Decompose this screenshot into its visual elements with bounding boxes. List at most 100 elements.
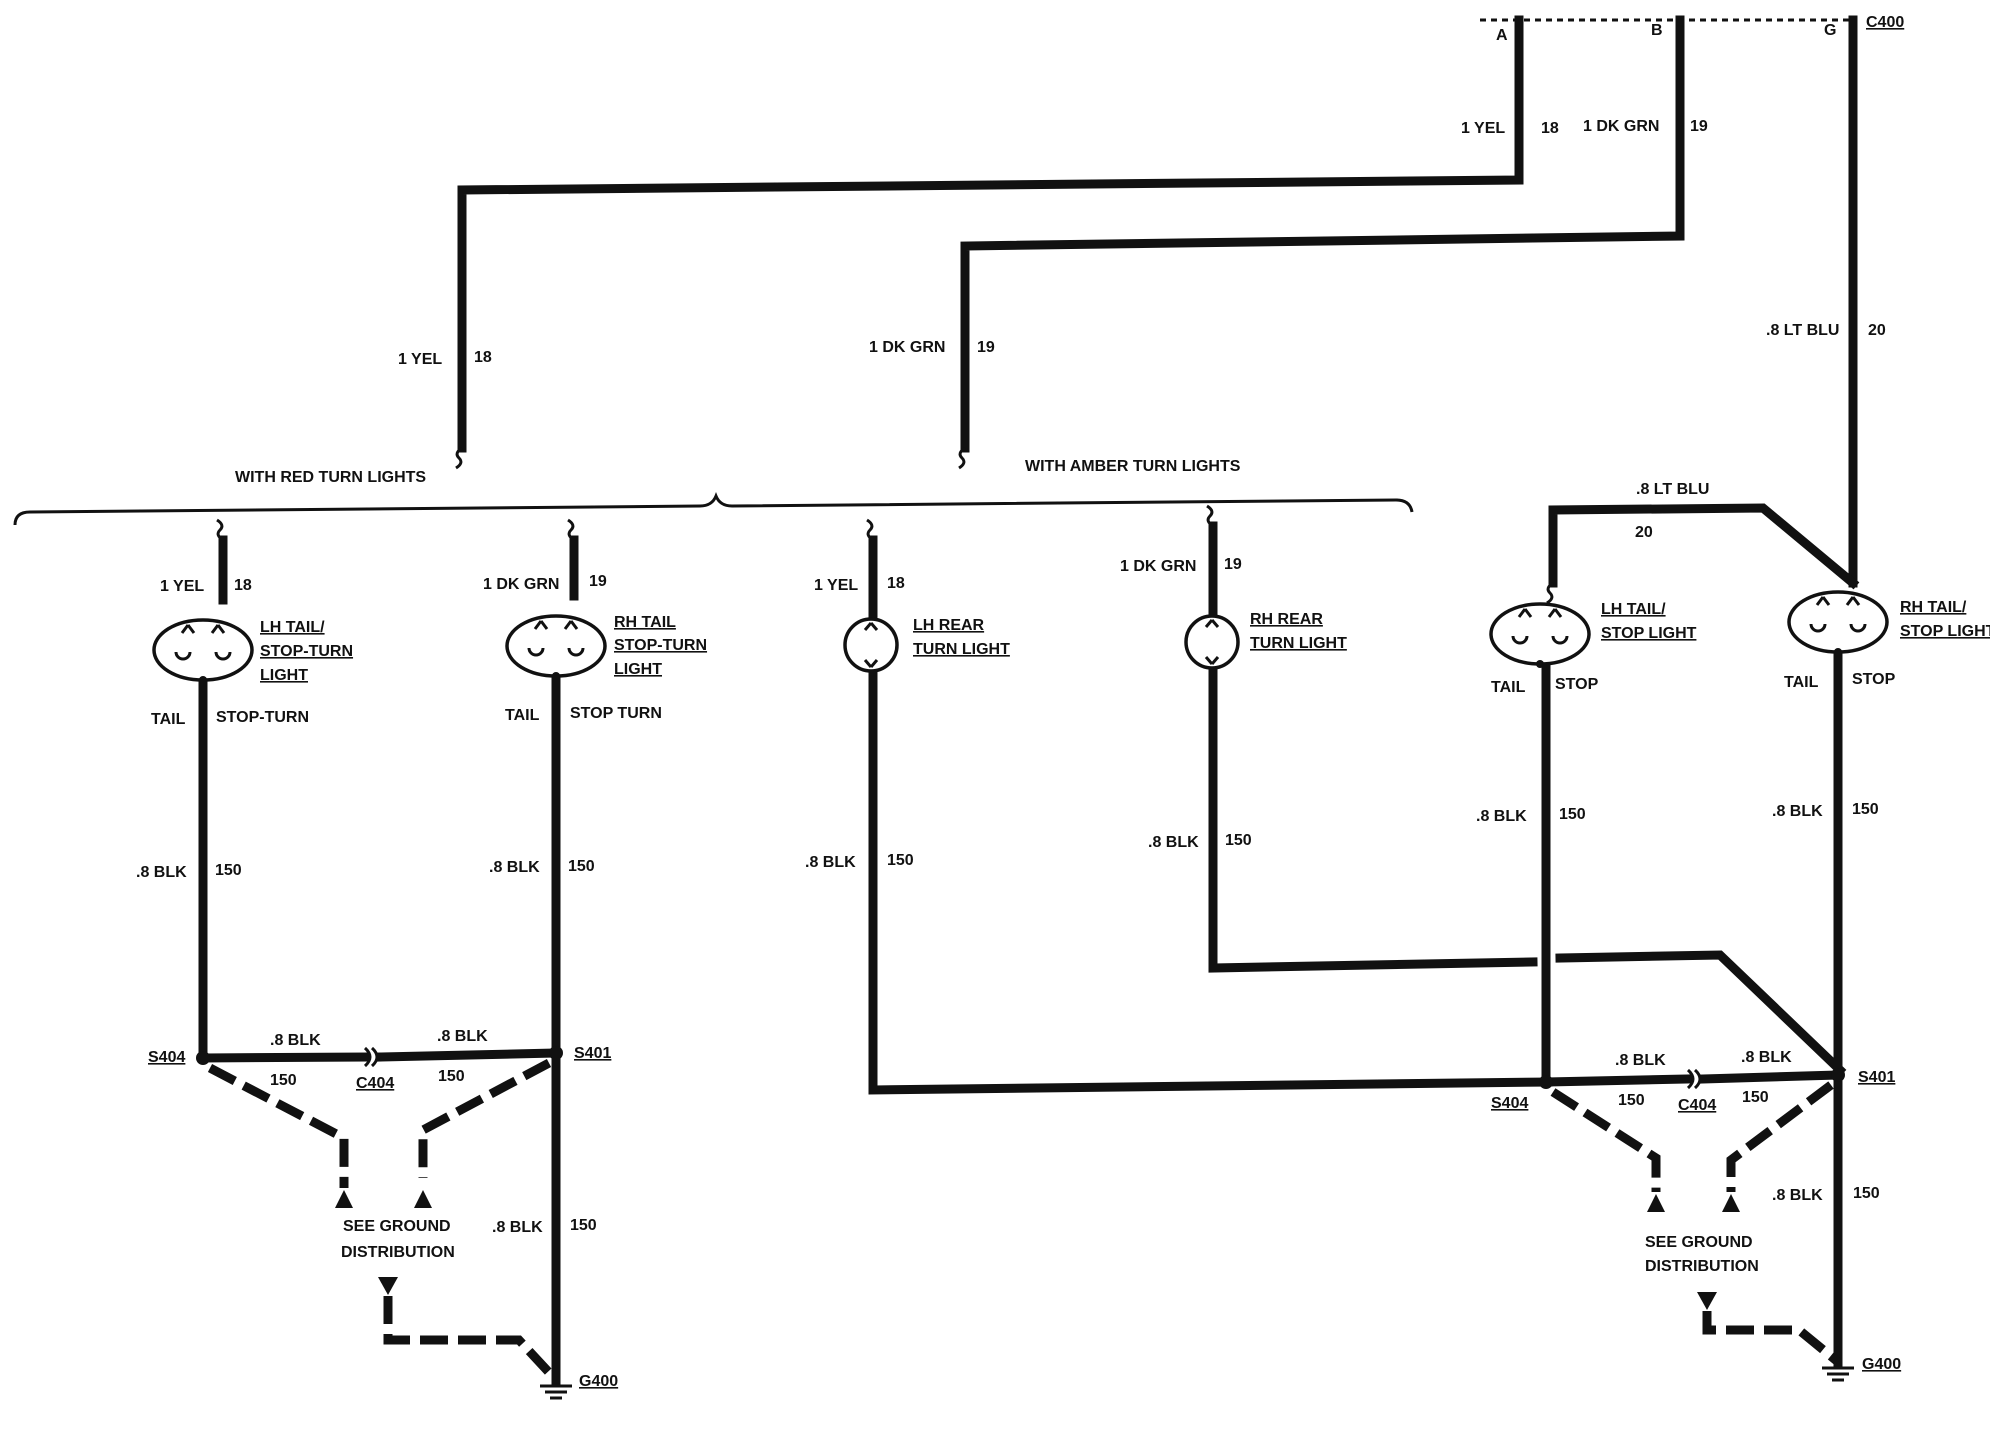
- lamp-title-line: LH REAR: [913, 617, 985, 634]
- wire-color-label: 1 DK GRN: [1120, 558, 1196, 575]
- branch-wire-lt-blu: .8 LT BLU 20: [1546, 481, 1860, 605]
- lamp-title-line: TURN LIGHT: [913, 641, 1010, 658]
- terminal-stop-turn-label: STOP TURN: [570, 705, 662, 722]
- lamp-bulb-icon: [1184, 614, 1240, 670]
- wire-circuit-label: 150: [215, 862, 242, 879]
- feed-wire-yel: 1 YEL 18 1 YEL 18: [398, 15, 1559, 470]
- lamp-lh-tail-stop-turn: 1 YEL 18 LH TAIL/ STOP-TURN LIGHT TAIL S…: [136, 518, 353, 1055]
- wire-circuit-label: 150: [570, 1217, 597, 1234]
- lamp-title-line: LH TAIL/: [1601, 601, 1666, 618]
- wire-color-label: .8 LT BLU: [1636, 481, 1709, 498]
- wire-circuit-label: 20: [1635, 524, 1653, 541]
- wire-circuit-label: 19: [977, 339, 995, 356]
- terminal-tail-label: TAIL: [505, 707, 540, 724]
- wire-circuit-label: 150: [1618, 1092, 1645, 1109]
- ground-note-line: DISTRIBUTION: [341, 1244, 455, 1261]
- connector-c400-label: C400: [1866, 14, 1904, 31]
- lamp-title-line: RH TAIL: [614, 614, 676, 631]
- wire-color-label: .8 BLK: [270, 1032, 321, 1049]
- option-brace: WITH RED TURN LIGHTS WITH AMBER TURN LIG…: [13, 458, 1414, 526]
- wire-color-label: .8 BLK: [805, 854, 856, 871]
- ground-ref-icon: [378, 1277, 398, 1295]
- ground-ref-icon: [335, 1190, 353, 1208]
- wire-color-label: .8 BLK: [489, 859, 540, 876]
- lamp-title-line: RH TAIL/: [1900, 599, 1967, 616]
- wire-color-label: 1 YEL: [160, 578, 204, 595]
- wire-circuit-label: 150: [1559, 806, 1586, 823]
- terminal-tail-label: TAIL: [1784, 674, 1819, 691]
- terminal-stop-label: STOP: [1852, 671, 1896, 688]
- lamp-title-line: LH TAIL/: [260, 619, 325, 636]
- ground-note-line: DISTRIBUTION: [1645, 1258, 1759, 1275]
- lamp-bulb-icon: [1489, 602, 1591, 666]
- wire-color-label: .8 BLK: [1148, 834, 1199, 851]
- wire-color-label: .8 BLK: [492, 1219, 543, 1236]
- terminal-stop-label: STOP: [1555, 676, 1599, 693]
- lamp-rh-rear-turn: 1 DK GRN 19 RH REAR TURN LIGHT .8 BLK 15…: [1120, 504, 1847, 1077]
- pin-a-label: A: [1496, 27, 1508, 44]
- lamp-title-line: TURN LIGHT: [1250, 635, 1347, 652]
- wire-circuit-label: 18: [234, 577, 252, 594]
- ground-symbol-icon: [540, 1384, 572, 1400]
- wire-circuit-label: 150: [568, 858, 595, 875]
- wire-circuit-label: 150: [1742, 1089, 1769, 1106]
- splice-s404-label: S404: [1491, 1095, 1528, 1112]
- wire-circuit-label: 150: [887, 852, 914, 869]
- ground-ref-icon: [1722, 1194, 1740, 1212]
- wire-circuit-label: 18: [887, 575, 905, 592]
- lamp-title-line: STOP-TURN: [614, 637, 707, 654]
- lamp-bulb-icon: [1787, 590, 1889, 654]
- lamp-title-line: STOP LIGHT: [1900, 623, 1990, 640]
- pin-g-label: G: [1824, 22, 1836, 39]
- splice-s401-label: S401: [574, 1045, 611, 1062]
- ground-note-line: SEE GROUND: [1645, 1234, 1753, 1251]
- ground-ref-icon: [1697, 1292, 1717, 1310]
- wire-color-label: .8 BLK: [1772, 803, 1823, 820]
- red-turn-lights-label: WITH RED TURN LIGHTS: [235, 469, 426, 486]
- ground-network-left: S404 S401 C404 .8 BLK .8 BLK 150 150 .8 …: [148, 1028, 618, 1400]
- ground-ref-icon: [1647, 1194, 1665, 1212]
- lamp-lh-tail-stop: LH TAIL/ STOP LIGHT TAIL STOP .8 BLK 150: [1476, 601, 1697, 1087]
- wire-color-label: .8 BLK: [1615, 1052, 1666, 1069]
- splice-s401-dot: [1831, 1068, 1845, 1082]
- splice-s404-dot: [196, 1051, 210, 1065]
- connector-c400: A B G C400: [1480, 14, 1904, 44]
- wire-color-label: 1 YEL: [814, 577, 858, 594]
- lamp-title-line: STOP-TURN: [260, 643, 353, 660]
- lamp-title-line: LIGHT: [614, 661, 662, 678]
- wire-color-label: 1 YEL: [398, 351, 442, 368]
- terminal-tail-label: TAIL: [1491, 679, 1526, 696]
- feed-wire-dk-grn: 1 DK GRN 19 1 DK GRN 19: [869, 15, 1708, 470]
- wire-color-label: 1 DK GRN: [1583, 118, 1659, 135]
- ground-g400-label: G400: [579, 1373, 618, 1390]
- lamp-title-line: RH REAR: [1250, 611, 1323, 628]
- wire-color-label: .8 BLK: [1741, 1049, 1792, 1066]
- lamp-title-line: LIGHT: [260, 667, 308, 684]
- wire-circuit-label: 19: [1224, 556, 1242, 573]
- lamp-rh-tail-stop-turn: 1 DK GRN 19 RH TAIL STOP-TURN LIGHT TAIL…: [483, 518, 707, 1055]
- lamp-bulb-icon: [843, 617, 899, 673]
- wire-circuit-label: 150: [1852, 801, 1879, 818]
- lamp-lh-rear-turn: 1 YEL 18 LH REAR TURN LIGHT .8 BLK 150: [805, 518, 1553, 1095]
- feed-wire-lt-blu: .8 LT BLU 20: [1766, 15, 1886, 588]
- wire-color-label: 1 DK GRN: [869, 339, 945, 356]
- wire-color-label: .8 BLK: [1476, 808, 1527, 825]
- wire-color-label: 1 YEL: [1461, 120, 1505, 137]
- wire-color-label: .8 BLK: [136, 864, 187, 881]
- wire-circuit-label: 18: [1541, 120, 1559, 137]
- connector-c404-label: C404: [1678, 1097, 1716, 1114]
- wire-circuit-label: 150: [270, 1072, 297, 1089]
- wire-circuit-label: 18: [474, 349, 492, 366]
- wire-circuit-label: 20: [1868, 322, 1886, 339]
- amber-turn-lights-label: WITH AMBER TURN LIGHTS: [1025, 458, 1241, 475]
- splice-s401-label: S401: [1858, 1069, 1895, 1086]
- splice-s404-label: S404: [148, 1049, 185, 1066]
- lamp-bulb-icon: [505, 614, 607, 678]
- wire-circuit-label: 19: [589, 573, 607, 590]
- ground-g400-label: G400: [1862, 1356, 1901, 1373]
- wire-color-label: .8 LT BLU: [1766, 322, 1839, 339]
- terminal-stop-turn-label: STOP-TURN: [216, 709, 309, 726]
- ground-symbol-icon: [1822, 1366, 1854, 1382]
- pin-b-label: B: [1651, 22, 1663, 39]
